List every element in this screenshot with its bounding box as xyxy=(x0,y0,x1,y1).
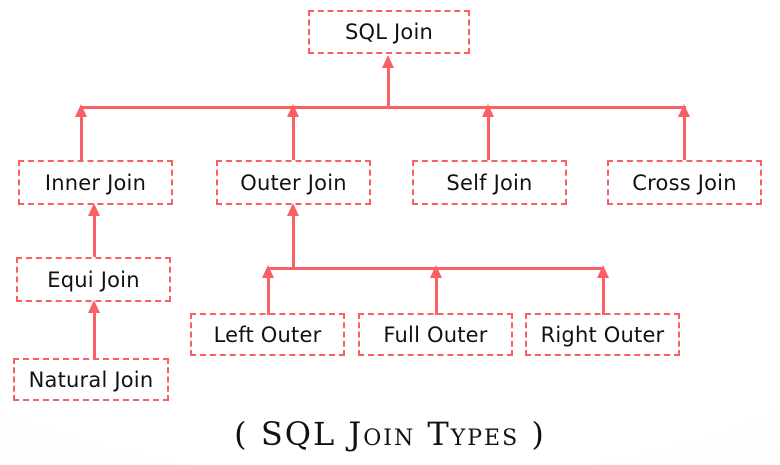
edge-root-arrowhead xyxy=(382,55,394,68)
edge-outerbus-riser xyxy=(292,207,295,269)
edge-right-outer-arrowhead xyxy=(597,265,609,278)
edge-full-outer-arrowhead xyxy=(430,265,442,278)
diagram-caption: ( SQL Join Types ) xyxy=(234,415,546,453)
node-label: Right Outer xyxy=(540,322,665,347)
bus-line-level2 xyxy=(80,106,686,109)
node-equi-join[interactable]: Equi Join xyxy=(16,257,171,302)
node-full-outer[interactable]: Full Outer xyxy=(358,313,513,356)
edge-cross-arrowhead xyxy=(678,104,690,117)
edge-natural-to-equi xyxy=(93,304,96,360)
edge-inner-to-bus xyxy=(80,108,83,160)
node-label: Left Outer xyxy=(213,322,322,347)
edge-outer-arrowhead xyxy=(287,104,299,117)
node-label: Natural Join xyxy=(28,367,154,392)
node-self-join[interactable]: Self Join xyxy=(412,160,567,205)
edge-outer-to-bus xyxy=(292,108,295,160)
edge-left-outer-arrowhead xyxy=(262,265,274,278)
edge-full-outer-to-bus xyxy=(435,269,438,315)
node-label: Self Join xyxy=(446,170,533,195)
node-label: Inner Join xyxy=(44,170,147,195)
edge-left-outer-to-bus xyxy=(267,269,270,315)
node-cross-join[interactable]: Cross Join xyxy=(607,160,762,205)
edge-outerbus-arrowhead xyxy=(287,203,299,216)
node-label: Cross Join xyxy=(632,170,737,195)
node-outer-join[interactable]: Outer Join xyxy=(216,160,371,205)
node-left-outer[interactable]: Left Outer xyxy=(190,313,345,356)
node-sql-join[interactable]: SQL Join xyxy=(308,10,470,54)
node-inner-join[interactable]: Inner Join xyxy=(18,160,173,205)
node-label: SQL Join xyxy=(344,20,434,44)
edge-right-outer-to-bus xyxy=(602,269,605,315)
edge-equi-arrowhead xyxy=(88,203,100,216)
edge-self-to-bus xyxy=(487,108,490,160)
node-label: Outer Join xyxy=(240,170,347,195)
edge-root-riser xyxy=(387,62,390,108)
edge-self-arrowhead xyxy=(482,104,494,117)
node-label: Full Outer xyxy=(383,322,488,347)
node-label: Equi Join xyxy=(47,267,140,292)
edge-inner-arrowhead xyxy=(75,104,87,117)
edge-natural-arrowhead xyxy=(88,300,100,313)
node-right-outer[interactable]: Right Outer xyxy=(525,313,680,356)
node-natural-join[interactable]: Natural Join xyxy=(13,358,169,401)
edge-equi-to-inner xyxy=(93,207,96,257)
edge-cross-to-bus xyxy=(683,108,686,160)
